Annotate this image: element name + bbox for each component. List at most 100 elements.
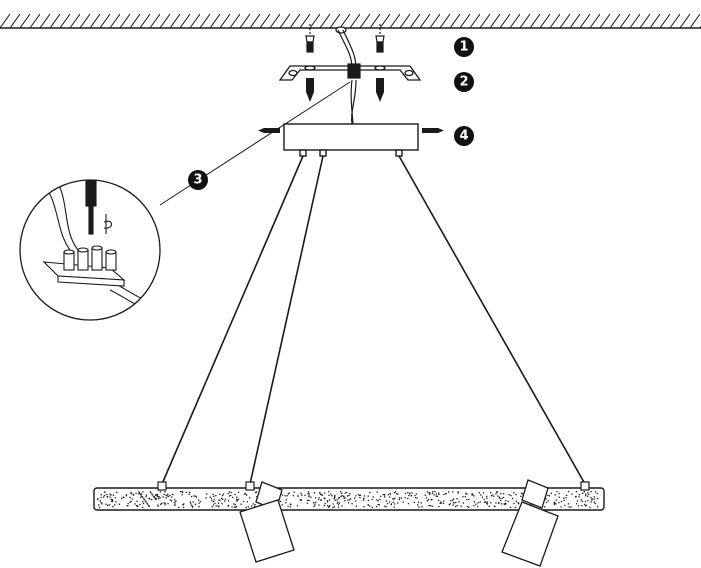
- texture-speck: [218, 502, 220, 504]
- texture-speck: [354, 497, 356, 499]
- texture-speck: [414, 494, 416, 497]
- texture-speck: [164, 502, 166, 504]
- texture-speck: [501, 497, 503, 499]
- texture-speck: [594, 491, 597, 493]
- texture-speck: [155, 498, 157, 501]
- texture-speck: [520, 495, 522, 497]
- texture-speck: [300, 492, 302, 494]
- texture-speck: [100, 494, 102, 496]
- texture-speck: [495, 493, 497, 495]
- texture-speck: [512, 497, 514, 500]
- texture-speck: [328, 499, 331, 501]
- texture-speck: [146, 503, 149, 505]
- texture-speck: [587, 499, 589, 502]
- texture-speck: [407, 497, 409, 500]
- texture-speck: [548, 495, 550, 497]
- texture-speck: [372, 496, 374, 498]
- texture-speck: [376, 499, 378, 501]
- mounting-bracket: [278, 65, 422, 81]
- texture-speck: [149, 498, 151, 500]
- texture-speck: [244, 493, 246, 495]
- texture-speck: [471, 494, 473, 496]
- texture-speck: [342, 495, 345, 497]
- texture-speck: [454, 505, 457, 508]
- texture-speck: [227, 500, 230, 502]
- texture-speck: [456, 498, 458, 500]
- texture-speck: [544, 506, 546, 508]
- texture-speck: [234, 506, 237, 509]
- texture-speck: [344, 500, 346, 502]
- texture-speck: [321, 493, 323, 496]
- texture-speck: [209, 496, 211, 498]
- texture-speck: [392, 498, 394, 500]
- texture-speck: [156, 494, 159, 496]
- texture-speck: [486, 503, 488, 505]
- texture-speck: [477, 502, 479, 504]
- texture-speck: [510, 506, 512, 509]
- texture-speck: [596, 497, 598, 500]
- texture-speck: [346, 491, 348, 494]
- texture-speck: [179, 491, 182, 493]
- texture-speck: [286, 495, 288, 497]
- texture-speck: [324, 502, 326, 505]
- texture-speck: [409, 492, 411, 494]
- texture-speck: [359, 494, 362, 496]
- texture-speck: [404, 492, 407, 495]
- texture-speck: [400, 497, 403, 499]
- texture-speck: [254, 504, 256, 506]
- texture-speck: [304, 494, 306, 496]
- texture-speck: [553, 503, 556, 506]
- texture-speck: [224, 500, 226, 502]
- texture-speck: [256, 496, 258, 498]
- texture-speck: [563, 497, 565, 499]
- texture-speck: [214, 502, 216, 505]
- texture-speck: [212, 504, 215, 506]
- texture-speck: [510, 494, 512, 497]
- texture-speck: [473, 504, 475, 507]
- texture-speck: [308, 494, 310, 496]
- texture-speck: [581, 505, 583, 507]
- texture-speck: [369, 505, 371, 507]
- texture-speck: [577, 505, 580, 507]
- texture-speck: [554, 502, 556, 504]
- texture-speck: [497, 495, 499, 497]
- suspension-wires: [161, 155, 586, 485]
- canopy-side-screws: [258, 128, 444, 133]
- texture-speck: [397, 502, 399, 504]
- texture-speck: [301, 494, 303, 496]
- texture-speck: [367, 499, 369, 502]
- texture-speck: [418, 506, 420, 508]
- texture-speck: [382, 493, 384, 496]
- texture-speck: [593, 501, 595, 503]
- texture-speck: [563, 499, 565, 501]
- wiring-detail: [19, 179, 161, 321]
- texture-speck: [466, 493, 468, 495]
- texture-speck: [100, 496, 102, 499]
- texture-speck: [152, 495, 155, 498]
- texture-speck: [156, 495, 159, 497]
- texture-speck: [340, 495, 342, 498]
- texture-speck: [135, 505, 138, 507]
- texture-speck: [145, 501, 147, 503]
- texture-speck: [164, 491, 166, 493]
- texture-speck: [396, 493, 398, 495]
- texture-speck: [479, 501, 481, 503]
- texture-speck: [547, 500, 549, 502]
- texture-speck: [131, 498, 133, 500]
- texture-speck: [218, 506, 220, 508]
- texture-speck: [178, 506, 180, 509]
- texture-speck: [255, 491, 257, 493]
- texture-speck: [151, 493, 153, 495]
- texture-speck: [190, 495, 193, 498]
- texture-speck: [234, 506, 236, 508]
- texture-speck: [174, 499, 176, 501]
- texture-speck: [530, 503, 532, 506]
- texture-speck: [443, 500, 445, 502]
- texture-speck: [221, 497, 223, 499]
- texture-speck: [498, 502, 500, 504]
- texture-speck: [380, 495, 382, 497]
- texture-speck: [385, 506, 387, 508]
- texture-speck: [136, 500, 138, 502]
- texture-speck: [347, 499, 349, 501]
- texture-speck: [106, 496, 109, 498]
